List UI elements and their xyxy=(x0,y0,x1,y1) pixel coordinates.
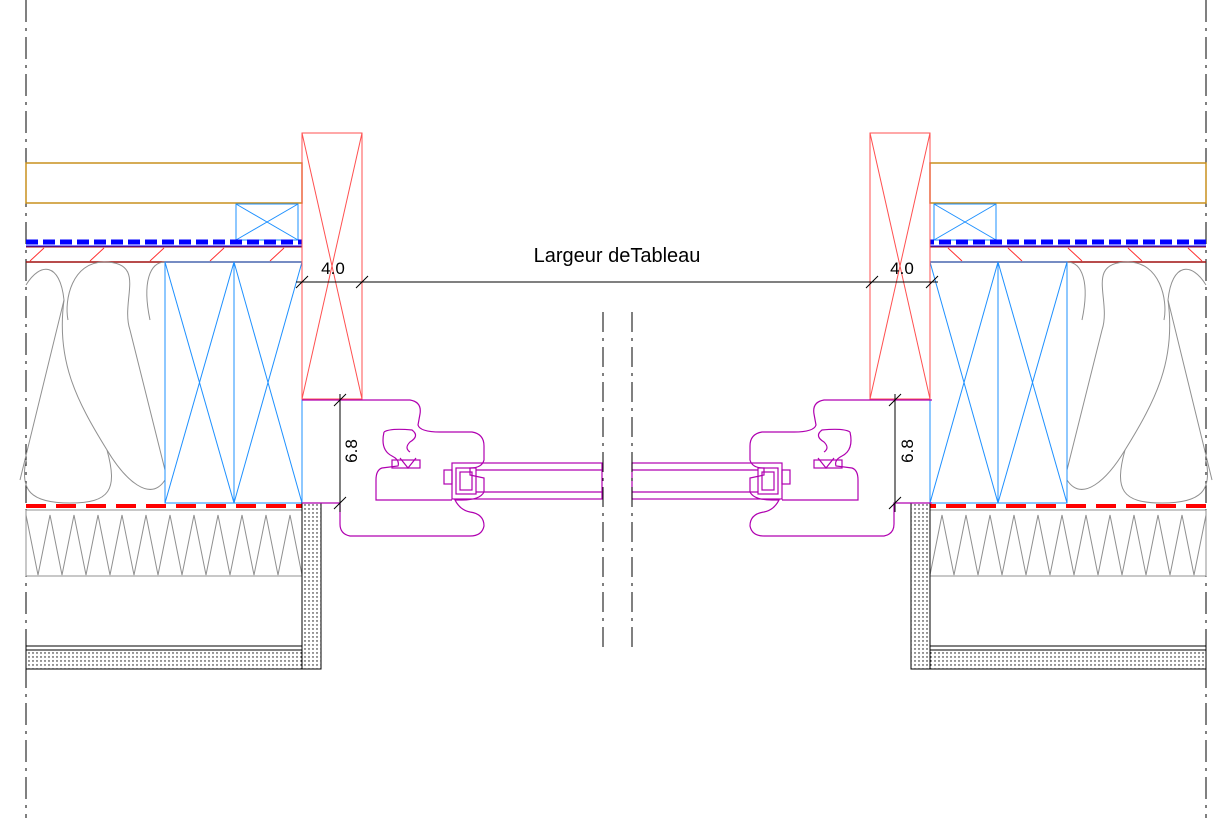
left-liner-board xyxy=(301,132,363,400)
left-sheathing-board xyxy=(26,246,302,263)
left-frame-depth-dimension xyxy=(333,393,347,512)
left-insulation xyxy=(19,261,166,504)
right-frame-depth-label: 6.8 xyxy=(898,439,917,463)
left-timber-studs xyxy=(164,261,303,504)
left-liner-width-label: 4.0 xyxy=(321,259,345,278)
left-batten xyxy=(235,203,299,241)
left-wall-section xyxy=(19,132,363,670)
left-plaster-horizontal xyxy=(25,649,303,670)
left-plaster-vertical xyxy=(301,502,322,670)
left-service-insulation xyxy=(25,509,303,577)
left-frame-depth-label: 6.8 xyxy=(342,439,361,463)
right-wall-section xyxy=(869,132,1213,670)
right-liner-width-label: 4.0 xyxy=(890,259,914,278)
opening-width-label: Largeur deTableau xyxy=(534,245,701,267)
opening-width-dimension xyxy=(295,275,939,289)
right-window-frame xyxy=(631,399,932,537)
left-window-frame xyxy=(302,399,603,537)
right-frame-depth-dimension xyxy=(888,393,902,512)
left-cladding-board xyxy=(25,162,303,204)
